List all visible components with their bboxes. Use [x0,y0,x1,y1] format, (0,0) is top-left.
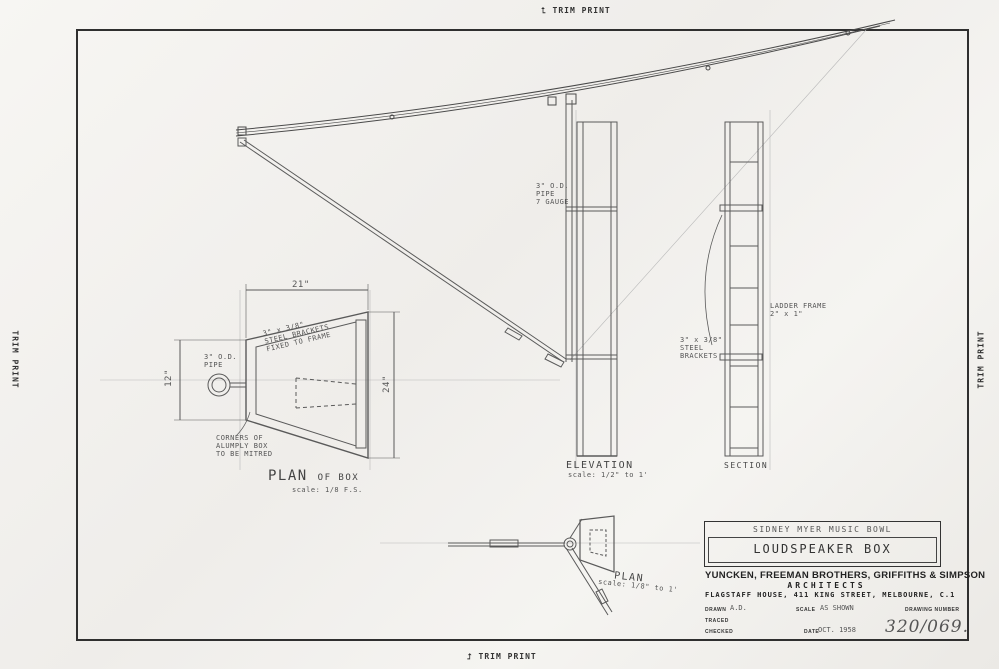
small-plan-view [448,515,615,616]
dimension-12: 12" [163,369,174,387]
plan-of-box [174,284,400,459]
pipe-plan-note: 3" O.D. PIPE [204,353,238,369]
corners-note: CORNERS OF ALUMPLY BOX TO BE MITRED [216,434,273,458]
drawn-label: DRAWN [705,607,727,613]
hanger-strut [237,137,567,368]
plan-of-box-title: PLAN OF BOX [268,468,360,484]
firm-name: YUNCKEN, FREEMAN BROTHERS, GRIFFITHS & S… [705,570,986,581]
drawing-number-label: DRAWING NUMBER [905,607,960,613]
trim-print-top: ⮤ TRIM PRINT [541,6,611,15]
dimension-24: 24" [381,375,392,393]
trim-arrow-icon: ⮤ [541,6,553,15]
elevation-view [565,100,618,457]
section-title: SECTION [724,461,769,470]
construction-lines [100,29,867,544]
section-view [704,121,764,457]
checked-label: CHECKED [705,629,734,635]
trim-print-bottom: ⮥ TRIM PRINT [467,652,537,661]
trim-arrow-icon: ⮥ [467,652,479,661]
plan-of-box-scale: scale: 1/8 F.S. [292,486,363,494]
date-label: DATE [804,629,820,635]
roof-cable [235,19,896,137]
architects-label: ARCHITECTS [787,581,866,590]
pipe-note: 3" O.D. PIPE 7 GAUGE [536,182,570,206]
drawing-title: LOUDSPEAKER BOX [753,542,892,556]
scale-value: AS SHOWN [820,604,854,612]
steel-brackets-section-note: 3" x 3/8" STEEL BRACKETS [680,336,723,360]
drawing-border [76,29,969,641]
scale-label: SCALE [796,607,816,613]
project-name: SIDNEY MYER MUSIC BOWL [753,525,892,534]
drawn-value: A.D. [730,604,747,612]
firm-address: FLAGSTAFF HOUSE, 411 KING STREET, MELBOU… [705,591,956,599]
traced-label: TRACED [705,618,729,624]
date-value: OCT. 1958 [818,626,856,634]
title-block-inner-frame [708,537,937,563]
title-block-frame [704,521,941,567]
ladder-frame-note: LADDER FRAME 2" x 1" [770,302,827,318]
elevation-scale: scale: 1/2" to 1' [568,471,649,479]
drawing-number: 320/069. [885,617,970,637]
dimension-21: 21" [292,280,310,290]
elevation-title: ELEVATION [566,460,634,471]
